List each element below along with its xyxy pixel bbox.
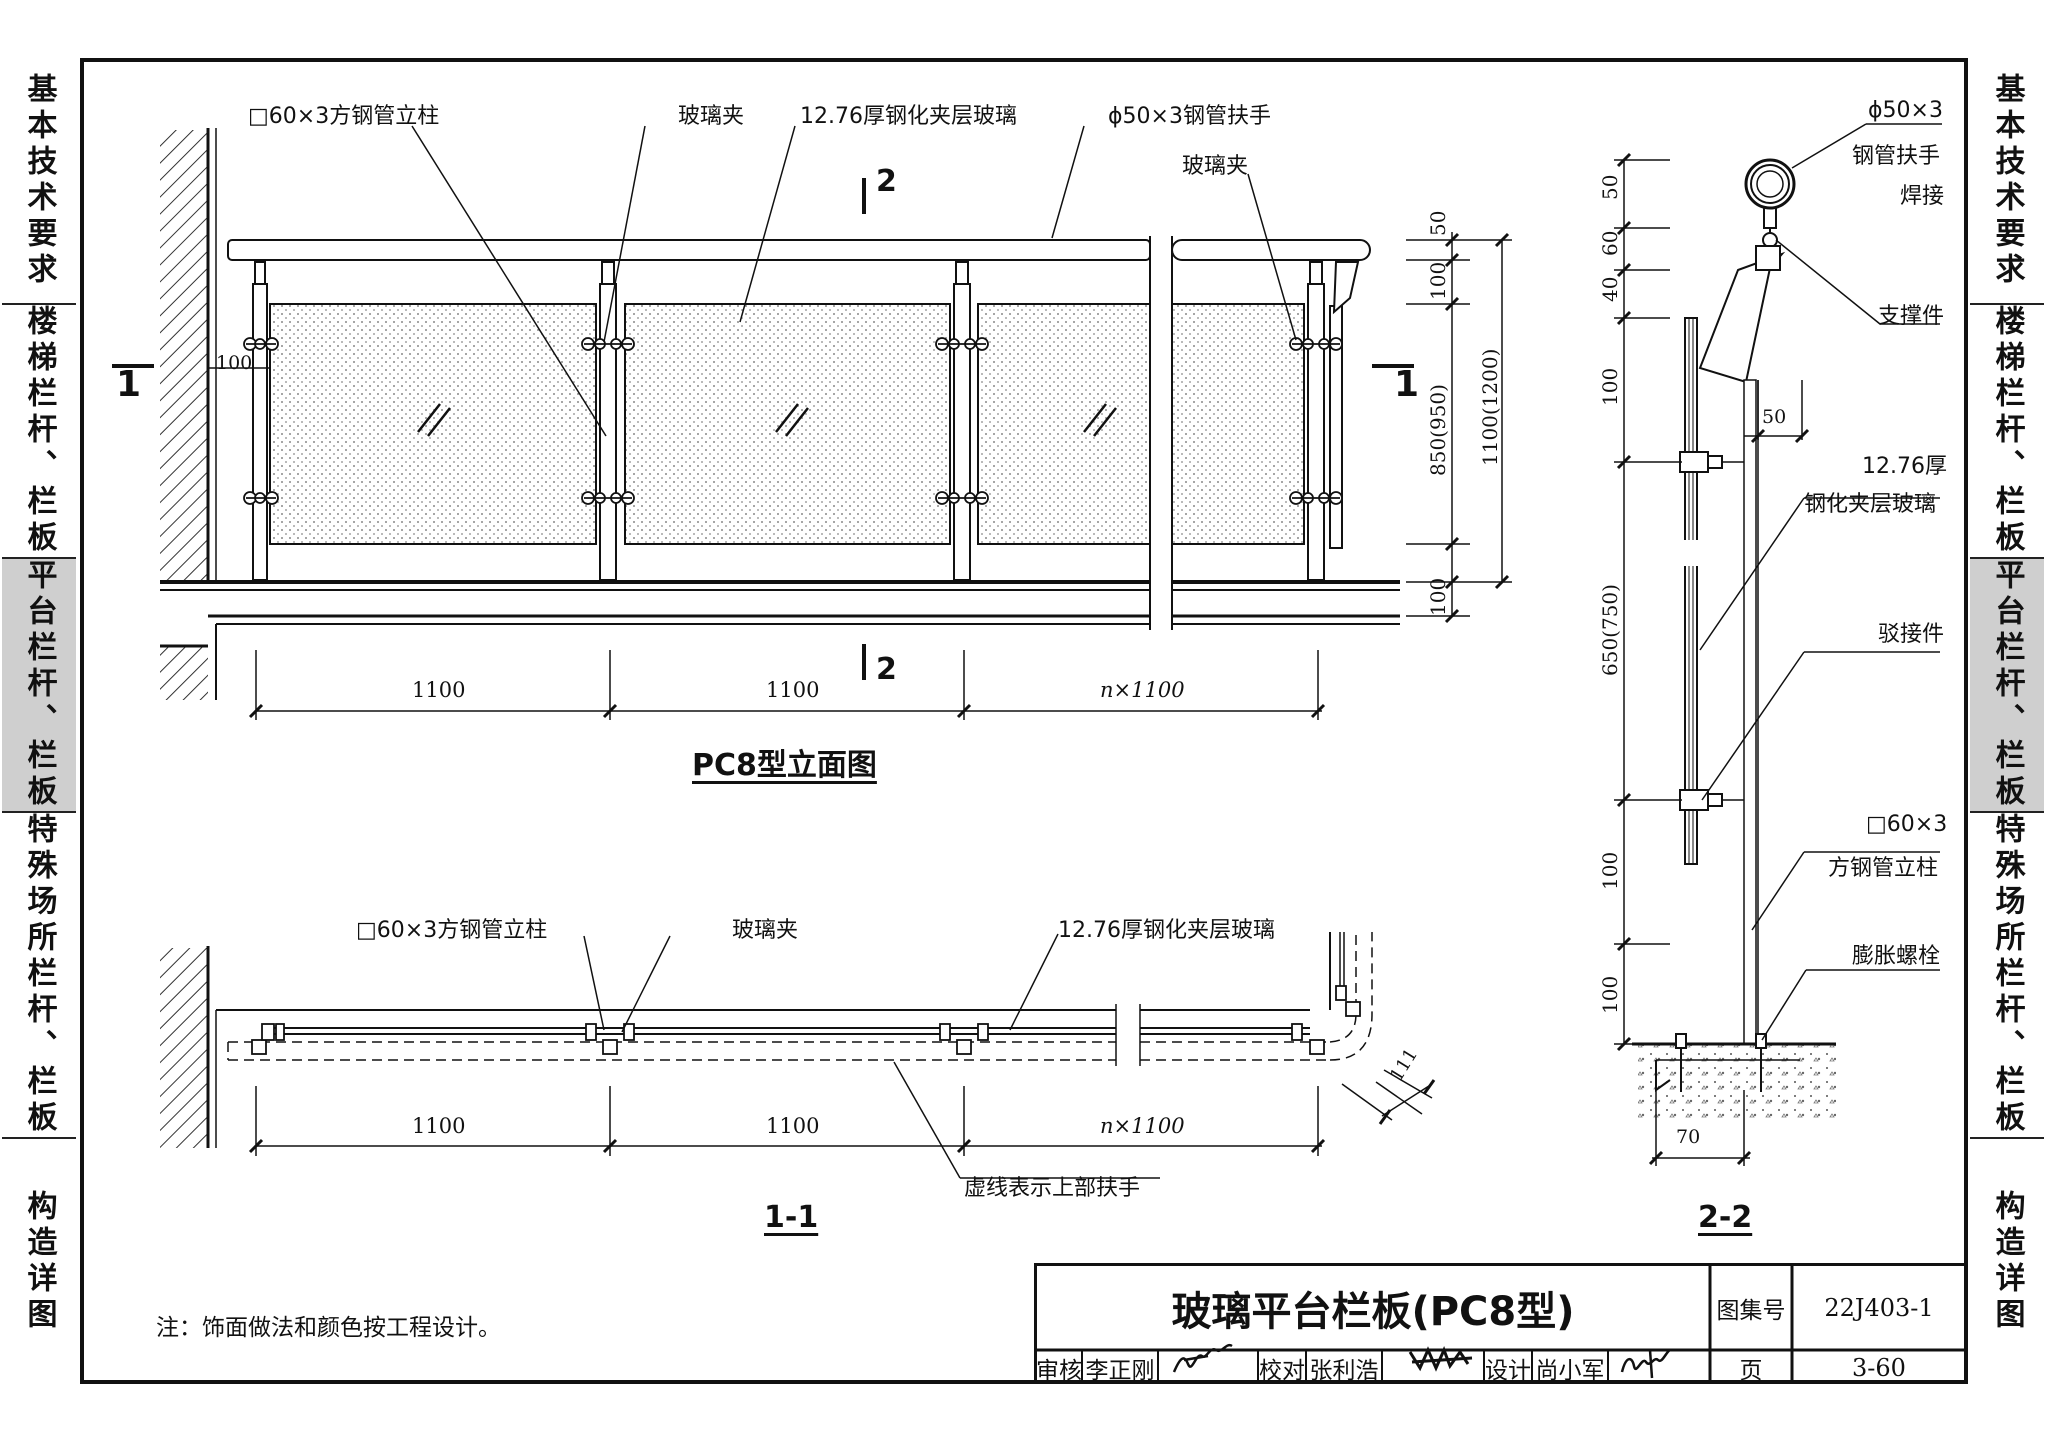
dim-bottom-100: 100 — [1426, 577, 1450, 616]
dim-top-100: 100 — [1426, 261, 1450, 300]
drawing-note: 注：饰面做法和颜色按工程设计。 — [156, 1315, 501, 1341]
atlas-label: 图集号 — [1716, 1298, 1786, 1324]
label-post: □60×3方钢管立柱 — [248, 104, 440, 129]
tab-stair-railings[interactable]: 楼梯栏杆、栏板 — [2, 303, 76, 557]
section-dim-650: 650(750) — [1598, 584, 1622, 676]
section-mark-2-top: 2 — [876, 164, 897, 199]
section-mark-2-bottom: 2 — [876, 652, 897, 687]
section-label-post-a: □60×3 — [1866, 812, 1948, 837]
section-dim-60: 60 — [1598, 230, 1622, 256]
dim-span-1: 1100 — [412, 678, 466, 702]
caption-elevation: PC8型立面图 — [692, 748, 877, 783]
plan-label-glass-clip: 玻璃夹 — [732, 918, 799, 943]
tab-special-railings[interactable]: 特殊场所栏杆、栏板 — [2, 811, 76, 1137]
tab-construction-details[interactable]: 构造详图 — [2, 1137, 76, 1384]
tab-platform-railings[interactable]: 平台栏杆、栏板 — [2, 557, 76, 811]
label-laminated-glass: 12.76厚钢化夹层玻璃 — [800, 104, 1017, 129]
dim-wall-offset: 100 — [216, 352, 253, 374]
title-block — [1034, 1263, 1966, 1382]
section-label-support: 支撑件 — [1878, 304, 1945, 329]
section-label-handrail-a: ϕ50×3 — [1868, 98, 1943, 123]
tab-special-railings-right[interactable]: 特殊场所栏杆、栏板 — [1970, 811, 2044, 1137]
drawing-title: 玻璃平台栏板(PC8型) — [1171, 1289, 1575, 1335]
tab-basic-requirements[interactable]: 基本技术要求 — [2, 58, 76, 303]
section-mark-1-left: 1 — [116, 364, 142, 405]
signature-checker — [1408, 1346, 1473, 1372]
label-glass-clip: 玻璃夹 — [678, 104, 745, 129]
section-dim-w70: 70 — [1676, 1126, 1701, 1148]
plan-dim-span-2: 1100 — [766, 1114, 820, 1138]
checker-name: 张利浩 — [1309, 1357, 1379, 1384]
section-mark-1-right: 1 — [1394, 364, 1420, 405]
section-dim-40: 40 — [1598, 276, 1622, 302]
review-label: 审核 — [1036, 1357, 1082, 1384]
section-label-bolt: 膨胀螺栓 — [1852, 944, 1941, 969]
tab-basic-requirements-right[interactable]: 基本技术要求 — [1970, 58, 2044, 303]
section-label-handrail-b: 钢管扶手 — [1852, 144, 1941, 169]
plan-label-dashed-note: 虚线表示上部扶手 — [964, 1176, 1141, 1201]
label-glass-clip-right: 玻璃夹 — [1182, 154, 1249, 179]
designer-name: 尚小军 — [1535, 1357, 1605, 1384]
check-label: 校对 — [1259, 1357, 1305, 1384]
dim-span-n: n×1100 — [1100, 678, 1185, 702]
dim-span-2: 1100 — [766, 678, 820, 702]
section-dim-100b: 100 — [1598, 851, 1622, 890]
page-number: 3-60 — [1852, 1353, 1906, 1382]
section-dim-w50: 50 — [1762, 406, 1787, 428]
tab-platform-railings-right[interactable]: 平台栏杆、栏板 — [1970, 557, 2044, 811]
tab-label: 基本技术要求 — [1989, 72, 2025, 289]
plan-label-post: □60×3方钢管立柱 — [356, 918, 548, 943]
dim-overall-height: 1100(1200) — [1478, 348, 1502, 466]
right-tab-strip: 基本技术要求 楼梯栏杆、栏板 平台栏杆、栏板 特殊场所栏杆、栏板 构造详图 — [1970, 58, 2044, 1384]
plan-label-laminated-glass: 12.76厚钢化夹层玻璃 — [1058, 918, 1275, 943]
tab-label: 特殊场所栏杆、栏板 — [1989, 813, 2025, 1137]
signature-designer — [1620, 1348, 1671, 1379]
tab-label: 构造详图 — [21, 1189, 57, 1334]
atlas-number: 22J403-1 — [1824, 1294, 1934, 1322]
section-label-glass-a: 12.76厚 — [1862, 454, 1947, 479]
dim-panel-height: 850(950) — [1426, 384, 1450, 476]
tab-label: 平台栏杆、栏板 — [1989, 559, 2025, 811]
dim-top-50: 50 — [1426, 210, 1450, 236]
tab-label: 基本技术要求 — [21, 72, 57, 289]
tab-label: 平台栏杆、栏板 — [21, 559, 57, 811]
section-dim-100c: 100 — [1598, 975, 1622, 1014]
page-label: 页 — [1739, 1357, 1763, 1384]
reviewer-name: 李正刚 — [1085, 1357, 1155, 1384]
drawing-sheet-frame — [80, 58, 1968, 1384]
left-tab-strip: 基本技术要求 楼梯栏杆、栏板 平台栏杆、栏板 特殊场所栏杆、栏板 构造详图 — [2, 58, 76, 1384]
section-label-connector: 驳接件 — [1878, 622, 1945, 647]
wall-hatch — [160, 130, 208, 582]
section-dim-50: 50 — [1598, 174, 1622, 200]
section-label-weld: 焊接 — [1900, 184, 1945, 209]
label-handrail: ϕ50×3钢管扶手 — [1108, 104, 1271, 129]
design-label: 设计 — [1485, 1357, 1531, 1384]
caption-plan-1-1: 1-1 — [764, 1200, 819, 1235]
plan-dim-span-1: 1100 — [412, 1114, 466, 1138]
tab-construction-details-right[interactable]: 构造详图 — [1970, 1137, 2044, 1384]
section-label-post-b: 方钢管立柱 — [1828, 856, 1939, 881]
tab-label: 构造详图 — [1989, 1189, 2025, 1334]
plan-dim-span-n: n×1100 — [1100, 1114, 1185, 1138]
tab-label: 楼梯栏杆、栏板 — [21, 305, 57, 557]
section-label-glass-b: 钢化夹层玻璃 — [1804, 492, 1937, 517]
caption-section-2-2: 2-2 — [1698, 1200, 1753, 1235]
tab-label: 特殊场所栏杆、栏板 — [21, 813, 57, 1137]
tab-label: 楼梯栏杆、栏板 — [1989, 305, 2025, 557]
tab-stair-railings-right[interactable]: 楼梯栏杆、栏板 — [1970, 303, 2044, 557]
section-dim-100a: 100 — [1598, 367, 1622, 406]
